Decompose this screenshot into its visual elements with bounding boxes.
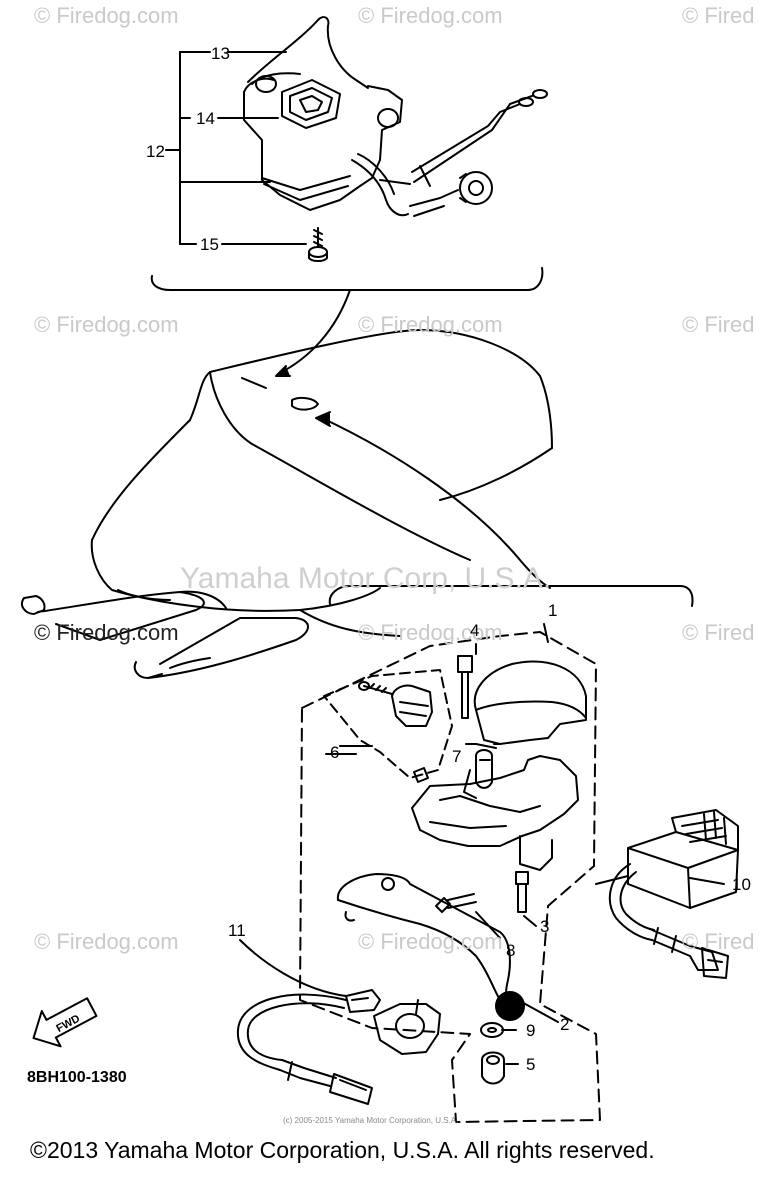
switch-body [243,85,403,211]
watermark: © Firedog.com [34,312,179,337]
snowmobile-outline [20,329,553,679]
callout-15: 15 [200,235,219,254]
fwd-arrow [32,997,98,1048]
callout-8: 8 [506,941,516,960]
watermark: © Firedog.com [34,620,179,645]
callout-13: 13 [211,44,230,63]
callout-1: 1 [548,601,558,620]
nut-5 [481,1051,505,1085]
subgroup-6-boundary [323,669,453,779]
push-button-14 [281,79,341,129]
watermark: © Firedog.com [358,620,503,645]
watermark: © Firedog.com [358,929,503,954]
watermark: © Firedog.com [358,3,503,28]
callout-6: 6 [330,743,340,762]
callout-3: 3 [540,917,550,936]
callout-12: 12 [146,142,165,161]
washer-9 [480,1022,504,1038]
diagram-code: 8BH100-1380 [27,1069,127,1086]
watermark: © Fired [682,3,755,28]
watermark: © Firedog.com [34,929,179,954]
watermark: © Fired [682,312,755,337]
connector-round [459,171,493,205]
watermark: © Fired [682,929,755,954]
callout-5: 5 [526,1055,536,1074]
throttle-assembly: FWD [32,585,739,1123]
sled-hood [91,329,553,541]
connector-11 [329,1073,373,1105]
arrow-to-sled-1 [277,289,351,375]
switch-wire [351,159,409,217]
callout-9: 9 [526,1021,536,1040]
watermark: © Firedog.com [358,312,503,337]
screw-8 [435,897,451,913]
pin-7 [475,749,493,789]
ski-left [20,595,46,615]
throttle-cover [473,660,587,745]
callout-7: 7 [452,747,462,766]
switch-block-6 [391,684,433,727]
ski-right [133,661,163,679]
sensor-cable-11 [236,993,347,1071]
watermark-center: Yamaha Motor Corp, U.S.A. [180,562,552,595]
small-copyright: (c) 2005-2015 Yamaha Motor Corporation, … [283,1116,459,1125]
callout-11: 11 [228,921,246,940]
throttle-sensor-11 [373,1003,441,1055]
callout-10: 10 [732,875,751,894]
callout-14: 14 [196,109,215,128]
throttle-housing [411,755,579,847]
assembly-1-boundary [299,631,601,1123]
lever-knob [495,991,525,1021]
watermark: © Firedog.com [34,3,179,28]
bolt-4 [457,655,473,673]
watermark: © Fired [682,620,755,645]
cdi-unit-10 [608,809,739,979]
screw-3 [515,871,529,885]
callout-4: 4 [470,621,480,640]
footer-copyright: ©2013 Yamaha Motor Corporation, U.S.A. A… [30,1137,655,1163]
callout-2: 2 [560,1015,570,1034]
